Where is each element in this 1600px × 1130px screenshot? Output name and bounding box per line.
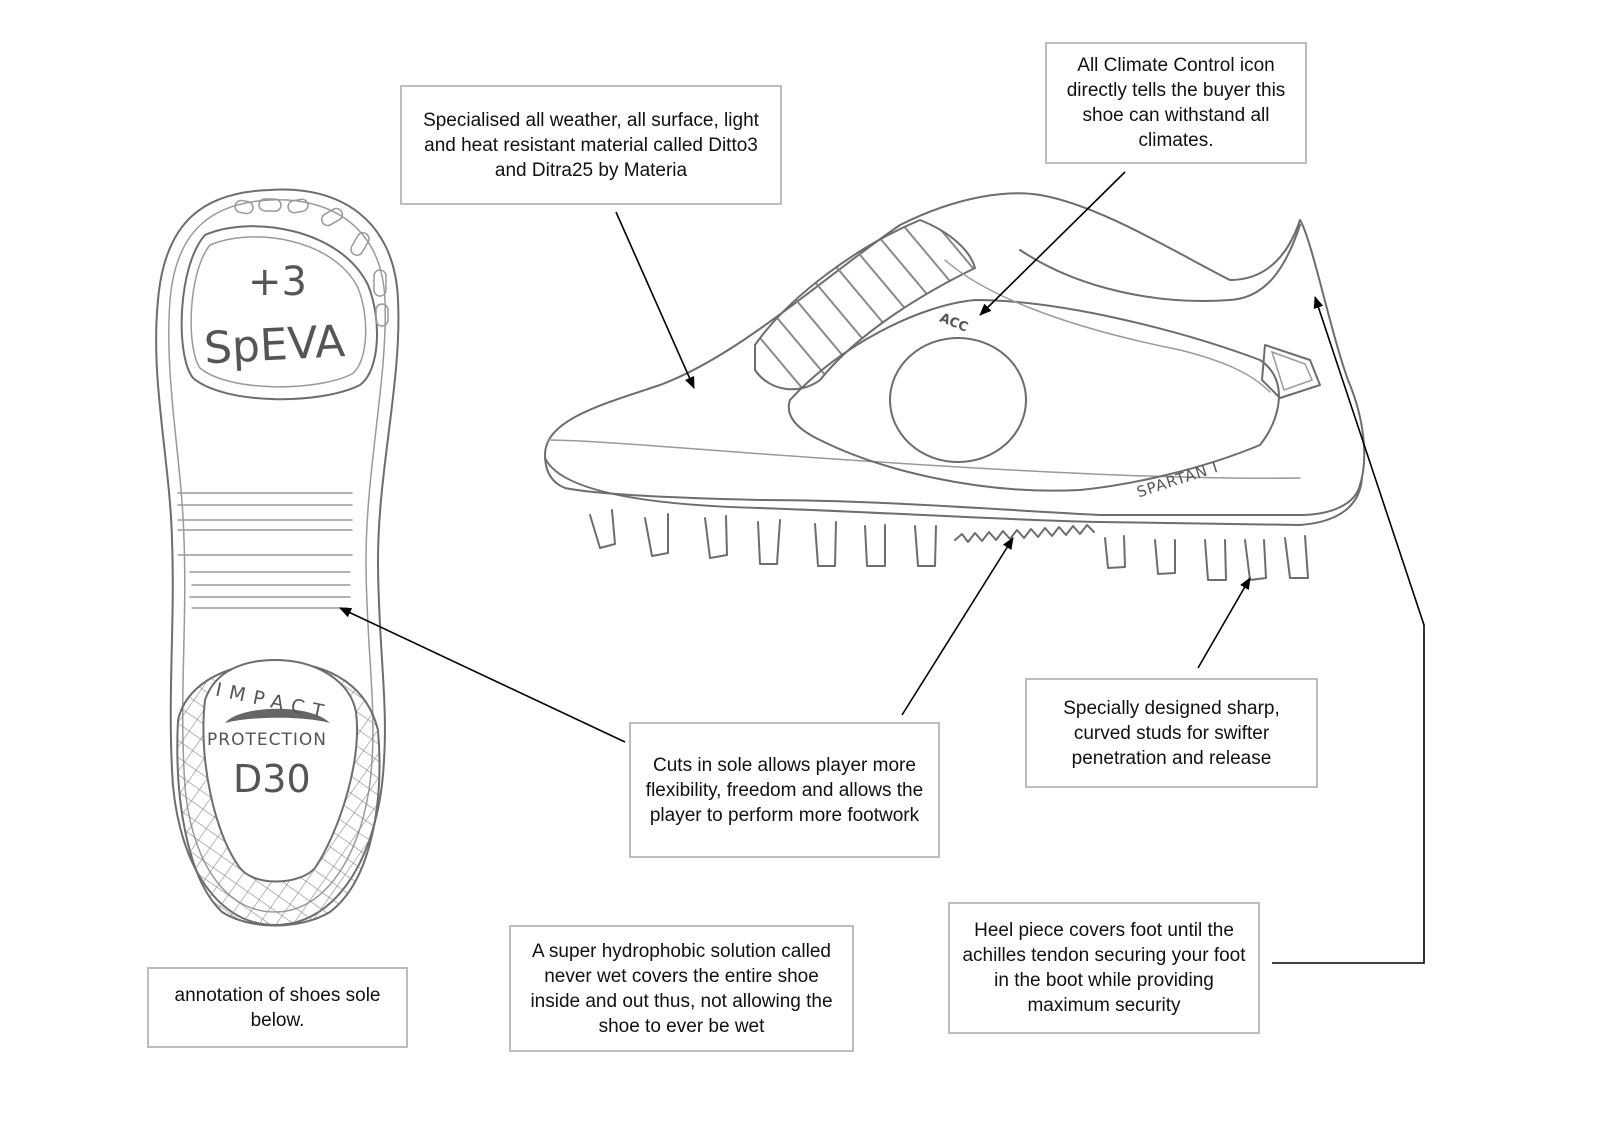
shoe-side-drawing: ACC SPARTAN I	[544, 192, 1366, 581]
climate-annotation: All Climate Control icon directly tells …	[1045, 42, 1307, 164]
material-annotation: Specialised all weather, all surface, li…	[400, 85, 782, 205]
hydrophobic-annotation: A super hydrophobic solution called neve…	[509, 925, 854, 1052]
sole-caption-annotation: annotation of shoes sole below.	[147, 967, 408, 1048]
d30-label: D30	[233, 757, 311, 801]
heel-vent-slots	[234, 198, 389, 327]
studs-annotation: Specially designed sharp, curved studs f…	[1025, 678, 1318, 788]
sole-plus3-label: +3	[248, 259, 307, 305]
cuts-annotation: Cuts in sole allows player more flexibil…	[629, 722, 940, 858]
shoe-circle-logo	[889, 337, 1027, 463]
protection-label: PROTECTION	[207, 730, 327, 750]
shoe-studs	[589, 509, 1309, 581]
annotation-arrows	[339, 171, 1425, 964]
sole-drawing: +3 SpEVA IMPACT PROTECTION D30	[155, 188, 400, 927]
heel-annotation: Heel piece covers foot until the achille…	[948, 902, 1260, 1034]
sole-speva-label: SpEVA	[203, 316, 347, 374]
sole-flex-cuts	[177, 492, 353, 609]
acc-icon: ACC	[937, 311, 970, 336]
model-name-label: SPARTAN I	[1135, 458, 1221, 501]
